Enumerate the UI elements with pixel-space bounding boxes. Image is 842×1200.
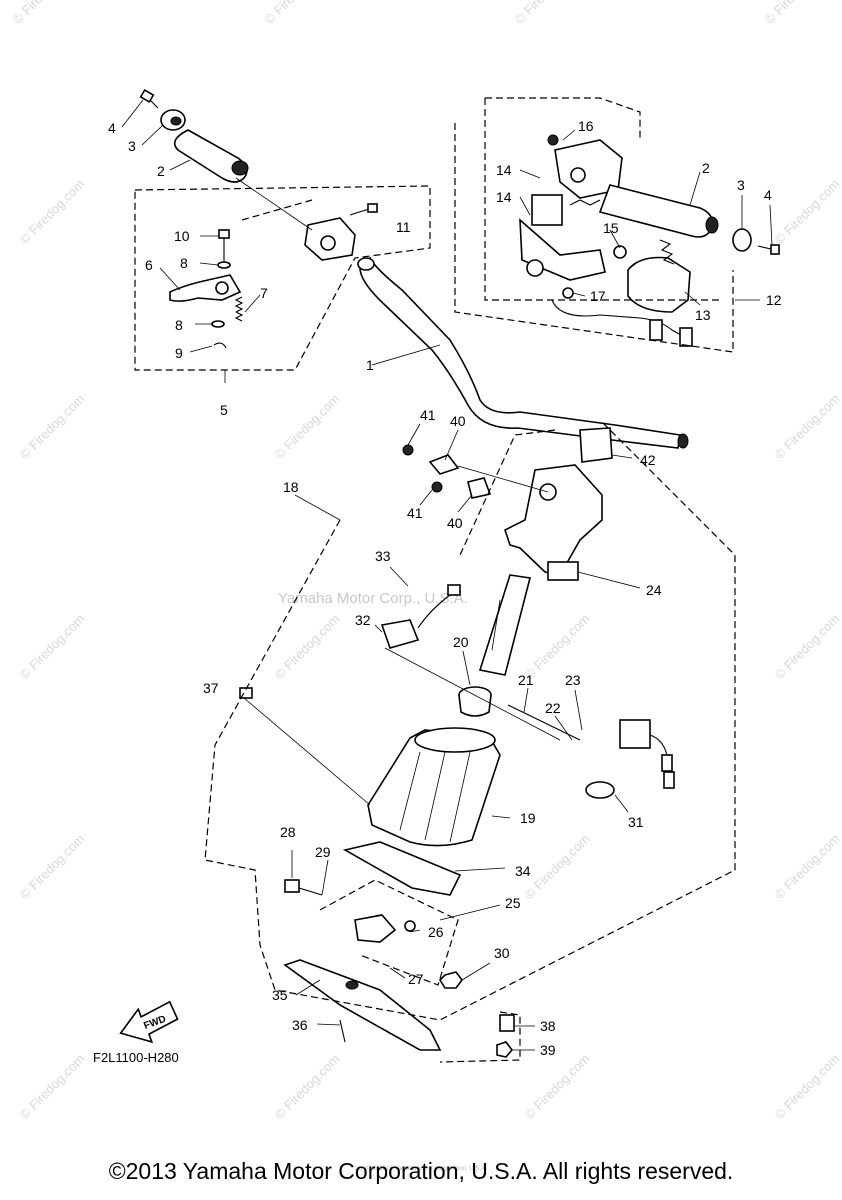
- group-38-box: [439, 1011, 521, 1063]
- callout-26: 26: [428, 924, 444, 940]
- group-5-box: [241, 199, 313, 221]
- callout-15: 15: [603, 220, 619, 236]
- callout-40: 40: [450, 413, 466, 429]
- callout-3: 3: [737, 177, 745, 193]
- watermark: © Firedog.com: [17, 391, 88, 462]
- watermark: © Firedog.com: [772, 391, 842, 462]
- watermark: © Firedog.com: [522, 1051, 593, 1122]
- right-switch-group: [519, 134, 780, 347]
- group-18-box: [204, 419, 736, 1021]
- group-12-box: [484, 98, 720, 301]
- fwd-arrow: FWD: [119, 1000, 179, 1044]
- callout-22: 22: [545, 700, 561, 716]
- group-18-box: [459, 429, 556, 556]
- callout-27: 27: [408, 971, 424, 987]
- diagram-code: F2L1100-H280: [93, 1050, 179, 1065]
- callout-5: 5: [220, 402, 228, 418]
- group-25-box: [319, 879, 459, 986]
- callout-41: 41: [420, 407, 436, 423]
- callout-40: 40: [447, 515, 463, 531]
- callout-3: 3: [128, 138, 136, 154]
- watermark: © Firedog.com: [772, 176, 842, 247]
- callout-36: 36: [292, 1017, 308, 1033]
- callout-41: 41: [407, 505, 423, 521]
- callout-13: 13: [695, 307, 711, 323]
- callout-31: 31: [628, 814, 644, 830]
- watermark: © Firedog.com: [272, 1051, 343, 1122]
- callout-34: 34: [515, 863, 531, 879]
- callout-28: 28: [280, 824, 296, 840]
- watermark: © Firedog.com: [772, 1051, 842, 1122]
- callout-8: 8: [175, 317, 183, 333]
- callout-11: 11: [396, 219, 411, 235]
- callout-39: 39: [540, 1042, 556, 1058]
- watermark: © Firedog.com: [272, 391, 343, 462]
- group-12-box: [454, 123, 734, 353]
- callout-37: 37: [203, 680, 219, 696]
- callout-29: 29: [315, 844, 331, 860]
- callout-1: 1: [366, 357, 374, 373]
- watermark: © Firedog.com: [17, 176, 88, 247]
- callout-16: 16: [578, 118, 594, 134]
- callout-9: 9: [175, 345, 183, 361]
- left-grip-group: [139, 88, 689, 449]
- watermark: © Firedog.com: [17, 611, 88, 682]
- callout-24: 24: [646, 582, 662, 598]
- callout-25: 25: [505, 895, 521, 911]
- callout-4: 4: [108, 120, 116, 136]
- callout-19: 19: [520, 810, 536, 826]
- callout-18: 18: [283, 479, 299, 495]
- steering-column-group: [239, 427, 675, 1058]
- callout-38: 38: [540, 1018, 556, 1034]
- watermark: © Firedog.com: [762, 0, 833, 27]
- callout-2: 2: [702, 160, 710, 176]
- center-watermark: Yamaha Motor Corp., U.S.A.: [278, 590, 468, 607]
- watermark: © Firedog.com: [262, 0, 333, 27]
- callout-7: 7: [260, 285, 268, 301]
- copyright-notice: ©2013 Yamaha Motor Corporation, U.S.A. A…: [108, 1158, 734, 1184]
- watermark: © Firedog.com: [512, 0, 583, 27]
- callout-12: 12: [766, 292, 782, 308]
- callout-labels: 4 3 2 10 11 8 6 7 8 9 5 1 16 14 14 15 17…: [108, 118, 782, 1058]
- callout-10: 10: [174, 228, 190, 244]
- leader-lines: [121, 99, 773, 1051]
- callout-8: 8: [180, 255, 188, 271]
- watermark: © Firedog.com: [272, 611, 343, 682]
- callout-23: 23: [565, 672, 581, 688]
- callout-30: 30: [494, 945, 510, 961]
- callout-14: 14: [496, 162, 512, 178]
- watermark: © Firedog.com: [772, 611, 842, 682]
- group-12-box: [485, 97, 641, 140]
- callout-20: 20: [453, 634, 469, 650]
- group-5-box: [134, 185, 431, 371]
- callout-32: 32: [355, 612, 371, 628]
- small-print: (c) 2005-2016 Yamaha Motor Corporation, …: [355, 1166, 487, 1172]
- watermark: © Firedog.com: [522, 831, 593, 902]
- callout-33: 33: [375, 548, 391, 564]
- callout-21: 21: [518, 672, 534, 688]
- watermark: © Firedog.com: [17, 831, 88, 902]
- callout-17: 17: [590, 288, 606, 304]
- callout-4: 4: [764, 187, 772, 203]
- callout-42: 42: [640, 452, 656, 468]
- watermark: © Firedog.com: [772, 831, 842, 902]
- watermark: © Firedog.com: [10, 0, 81, 27]
- firedog-watermarks: © Firedog.com © Firedog.com © Firedog.co…: [10, 0, 842, 1122]
- callout-6: 6: [145, 257, 153, 273]
- callout-2: 2: [157, 163, 165, 179]
- callout-14: 14: [496, 189, 512, 205]
- watermark: © Firedog.com: [17, 1051, 88, 1122]
- callout-35: 35: [272, 987, 288, 1003]
